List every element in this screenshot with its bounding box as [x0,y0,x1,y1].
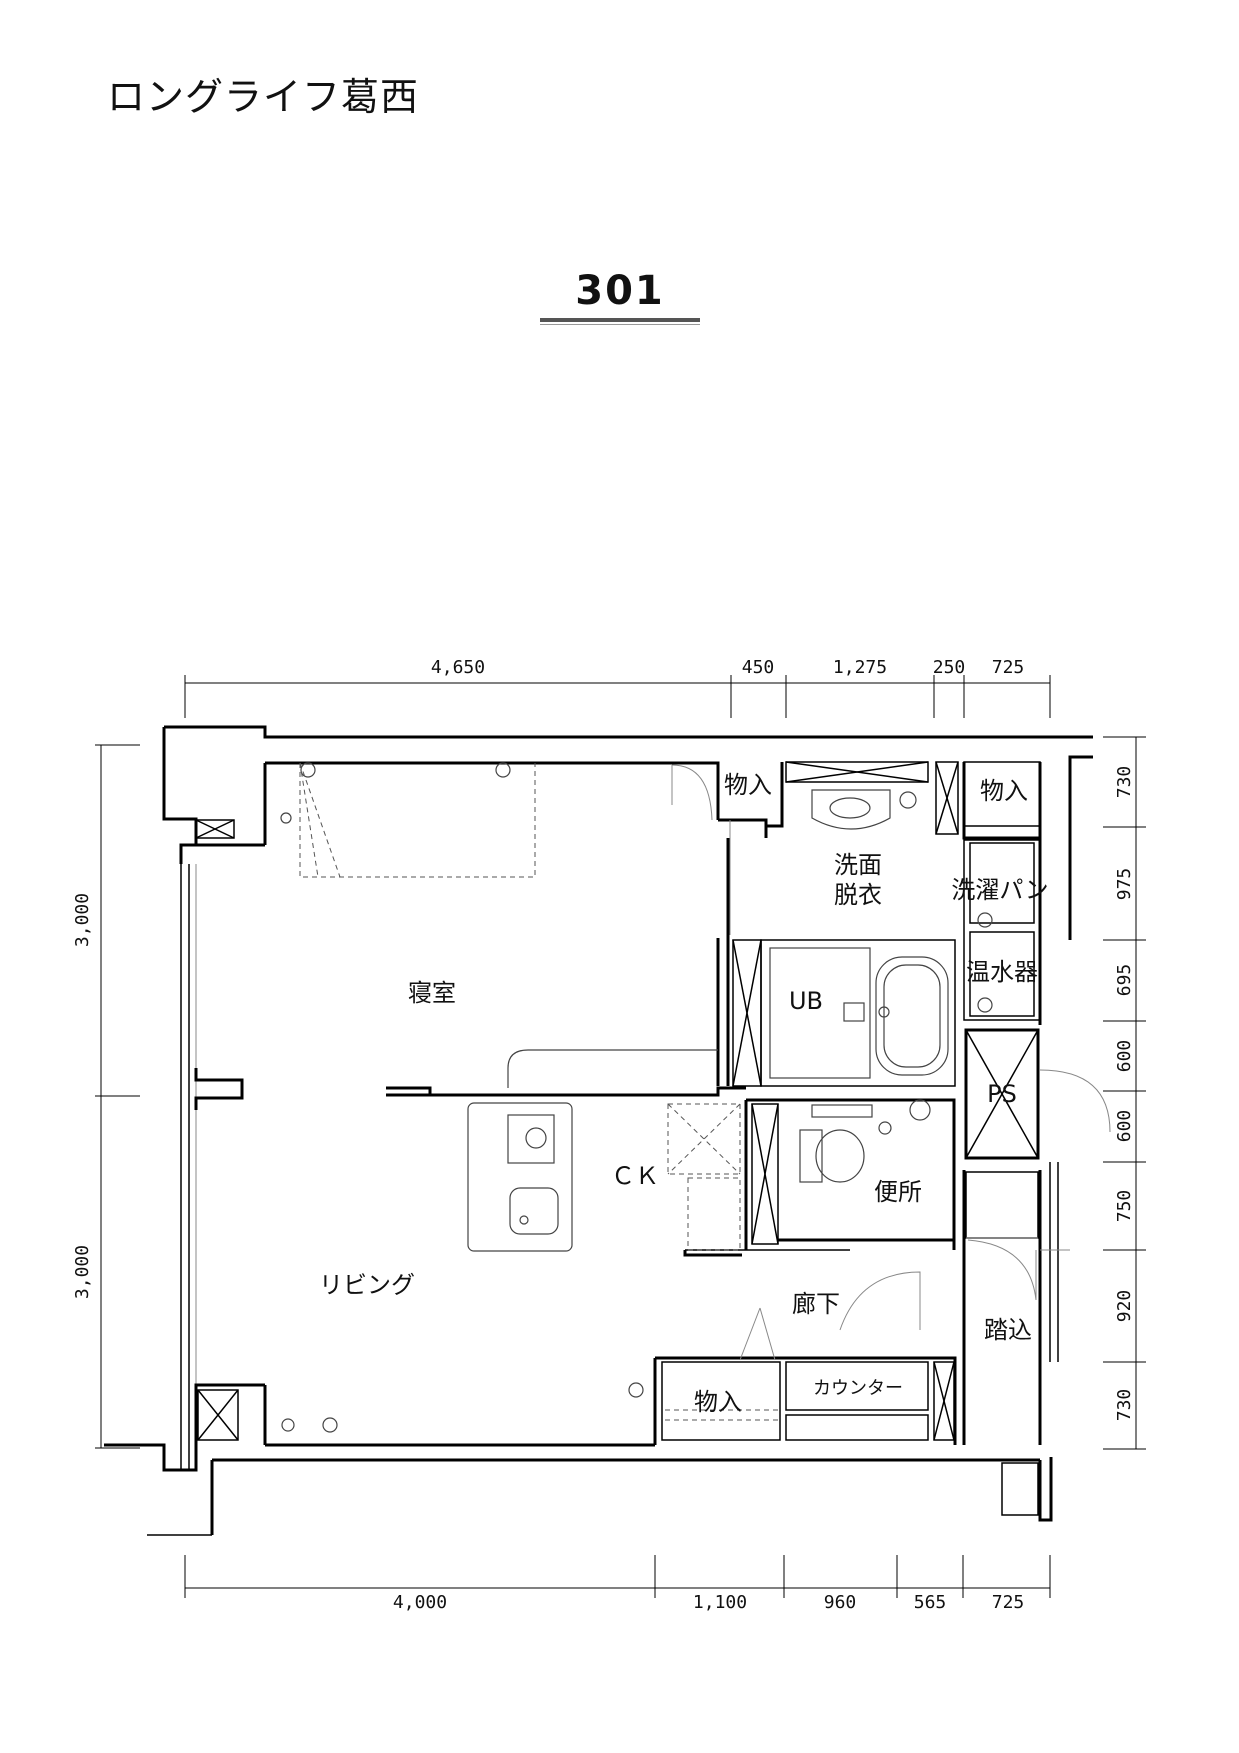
washer-pan-label: 洗濯パン [951,876,1048,904]
dim-right-1: 730 [1114,766,1135,799]
counter-label: カウンター [813,1378,903,1399]
dim-right-3: 695 [1114,964,1135,997]
dim-bottom-5: 725 [992,1592,1025,1613]
room-hallway-label: 廊下 [792,1290,840,1318]
room-ck-label: ＣＫ [611,1162,659,1190]
storage-bottom-label: 物入 [694,1388,742,1416]
room-living-label: リビング [319,1271,415,1299]
fixtures [280,762,993,1433]
dim-right-4: 600 [1114,1040,1135,1073]
dim-right-5: 600 [1114,1110,1135,1143]
dim-bottom-1: 4,000 [393,1592,447,1613]
dim-top-2: 450 [742,657,775,678]
unit-underline [540,318,700,322]
room-ub-label: UB [789,987,823,1015]
dimension-lines [95,675,1146,1598]
storage-top-right-label: 物入 [980,777,1028,805]
water-heater-label: 温水器 [966,958,1038,986]
dim-top-5: 725 [992,657,1025,678]
room-washroom-label-1: 洗面 [834,851,882,879]
dim-bottom-3: 960 [824,1592,857,1613]
dim-top-3: 1,275 [833,657,887,678]
dim-right-2: 975 [1114,868,1135,901]
dim-right-6: 750 [1114,1190,1135,1223]
ps-label: PS [987,1080,1017,1108]
dim-right-7: 920 [1114,1290,1135,1323]
dashed-outlines [299,762,780,1421]
dim-bottom-4: 565 [914,1592,947,1613]
interior-walls [195,761,1070,1445]
dim-left-1: 3,000 [72,893,93,947]
storage-top-left-label: 物入 [724,771,772,799]
room-washroom-label-2: 脱衣 [834,881,882,909]
dim-top-1: 4,650 [431,657,485,678]
room-entrance-label: 踏込 [984,1316,1032,1344]
dim-left-2: 3,000 [72,1245,93,1299]
dim-right-8: 730 [1114,1389,1135,1422]
room-toilet-label: 便所 [874,1178,922,1206]
building-name: ロングライフ葛西 [107,75,420,119]
door-swings [671,764,1111,1361]
dim-bottom-2: 1,100 [693,1592,747,1613]
room-bedroom-label: 寝室 [408,979,456,1007]
dim-top-4: 250 [933,657,966,678]
outer-walls [104,725,1093,1536]
unit-underline-thin [540,324,700,325]
unit-number: 301 [575,268,665,314]
